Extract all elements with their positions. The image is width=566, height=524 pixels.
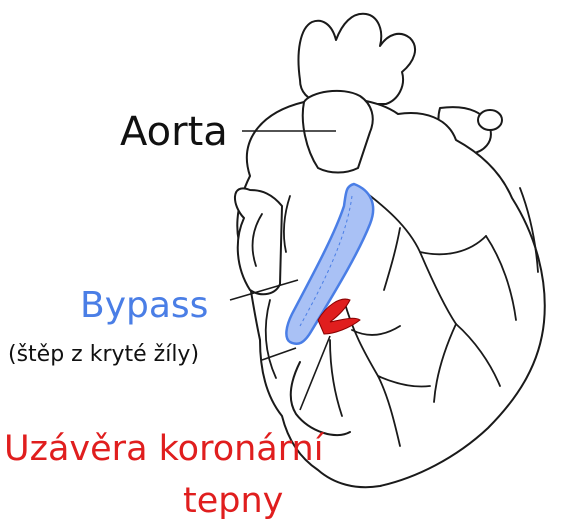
bypass-sublabel: (štěp z kryté žíly) bbox=[8, 344, 199, 366]
pulmonary-artery-opening bbox=[478, 110, 502, 130]
aorta-label: Aorta bbox=[120, 112, 228, 152]
bypass-label: Bypass bbox=[80, 288, 208, 324]
occlusion-label-line1: Uzávěra koronární bbox=[4, 432, 323, 467]
aortic-arch-branches bbox=[299, 14, 416, 104]
right-atrium bbox=[235, 188, 282, 294]
occlusion-label-line2: tepny bbox=[183, 484, 283, 519]
